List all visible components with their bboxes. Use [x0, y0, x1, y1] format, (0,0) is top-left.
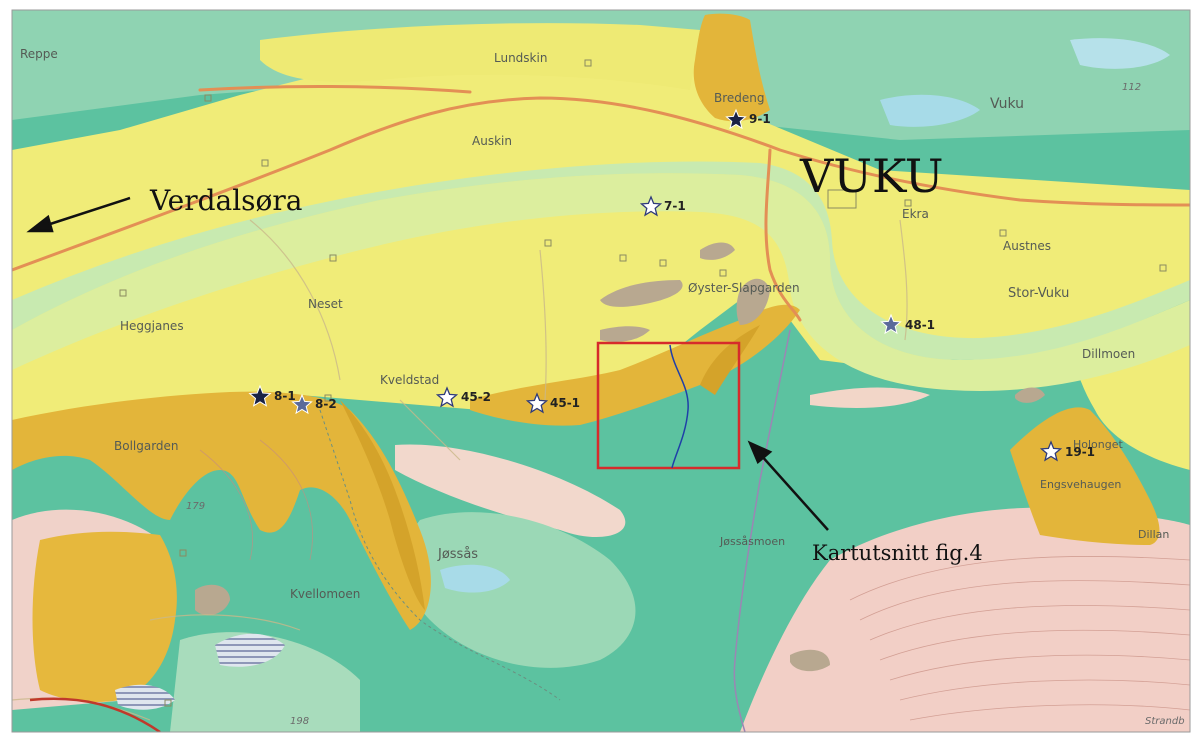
bedrock-southeast	[740, 507, 1190, 732]
site-label: 8-1	[274, 389, 296, 403]
elevation-112: 112	[1122, 82, 1141, 93]
place-strandb: Strandb	[1145, 716, 1185, 727]
place-dillmoen: Dillmoen	[1082, 347, 1135, 361]
place-jossas: Jøssås	[437, 547, 478, 562]
place-heggjanes: Heggjanes	[120, 319, 184, 333]
site-label: 9-1	[749, 112, 771, 126]
site-marker-8-2: 8-2	[291, 393, 337, 415]
site-marker-48-1: 48-1	[880, 313, 935, 335]
peat-2	[736, 278, 770, 325]
roads	[12, 84, 1190, 322]
place-jossasmoen: Jøssåsmoen	[719, 535, 785, 548]
steep-slope-2	[700, 325, 760, 395]
filled-star-icon	[248, 384, 272, 407]
place-stor-vuku: Stor-Vuku	[1008, 286, 1069, 301]
outline-star-icon	[639, 195, 663, 217]
place-auskin: Auskin	[472, 134, 512, 148]
railway	[29, 697, 161, 732]
site-marker-7-1: 7-1	[639, 195, 686, 217]
river-line	[733, 329, 791, 732]
site-label: 7-1	[664, 199, 686, 213]
site-marker-45-2: 45-2	[435, 386, 491, 408]
place-oyster-slapgarden: Øyster-Slapgarden	[688, 281, 800, 295]
place-vuku-small: Vuku	[990, 96, 1024, 112]
slope-zone-bredeng	[693, 13, 770, 122]
river-valley	[12, 173, 1190, 391]
elevation-179: 179	[186, 501, 205, 512]
place-kveldstad: Kveldstad	[380, 373, 439, 387]
contours	[199, 439, 1190, 721]
map-frame	[11, 9, 1191, 733]
place-bollgarden: Bollgarden	[114, 439, 179, 453]
place-engsvehaugen: Engsvehaugen	[1040, 478, 1121, 491]
thin-cover-south	[406, 512, 636, 668]
place-ekra: Ekra	[902, 207, 929, 221]
site-label: 48-1	[905, 318, 935, 332]
place-bredeng: Bredeng	[714, 91, 765, 105]
outline-star-icon	[1039, 440, 1063, 462]
buildings	[119, 59, 1167, 707]
label-kartutsnitt: Kartutsnitt fig.4	[812, 541, 983, 565]
trail-line	[319, 409, 561, 701]
thin-cover-southwest	[170, 632, 360, 732]
peat-6	[1015, 387, 1045, 403]
peat-4	[195, 584, 230, 616]
site-marker-45-1: 45-1	[525, 392, 580, 414]
site-marker-19-1: 19-1	[1039, 440, 1095, 462]
grey-star-icon	[291, 393, 313, 415]
site-label: 45-1	[550, 396, 580, 410]
hatched-area	[215, 633, 285, 667]
slope-zone-central	[470, 304, 800, 426]
place-neset: Neset	[308, 297, 343, 311]
place-dillan: Dillan	[1138, 528, 1169, 541]
peat-7	[790, 649, 830, 672]
place-lundskin: Lundskin	[494, 51, 547, 65]
peat-1	[600, 280, 683, 307]
place-reppe: Reppe	[20, 47, 58, 61]
outline-star-icon	[435, 386, 459, 408]
slope-zone-west	[12, 391, 431, 630]
place-holonget: Holonget	[1073, 438, 1124, 451]
slope-zone-holonget	[1010, 407, 1160, 545]
bedrock-center	[395, 444, 626, 538]
minor-roads	[12, 219, 908, 721]
water-east	[880, 94, 980, 127]
stream	[669, 344, 689, 469]
arrows	[26, 196, 829, 531]
steep-slope-1	[340, 400, 425, 610]
outline-star-icon	[525, 392, 549, 414]
study-area-box	[596, 341, 741, 470]
water-north	[1070, 38, 1170, 69]
bedrock-ridge	[810, 387, 930, 408]
label-verdalsora: Verdalsøra	[149, 184, 302, 217]
grey-star-icon	[880, 313, 902, 335]
site-marker-9-1: 9-1	[725, 108, 771, 130]
site-label: 45-2	[461, 390, 491, 404]
site-label: 19-1	[1065, 445, 1095, 459]
slope-zone-southwest	[32, 531, 177, 702]
place-kvellomoen: Kvellomoen	[290, 587, 360, 601]
river-channel	[12, 161, 1190, 360]
water-south	[440, 564, 510, 593]
peat-3	[600, 326, 650, 342]
hatched-area-2	[115, 684, 175, 710]
label-vuku: VUKU	[799, 149, 943, 203]
filled-star-icon	[725, 108, 747, 130]
place-austnes: Austnes	[1003, 239, 1051, 253]
site-marker-8-1: 8-1	[248, 384, 296, 407]
elevation-198: 198	[290, 716, 309, 727]
site-label: 8-2	[315, 397, 337, 411]
peat-5	[700, 242, 735, 260]
marine-plain-north	[260, 23, 700, 90]
